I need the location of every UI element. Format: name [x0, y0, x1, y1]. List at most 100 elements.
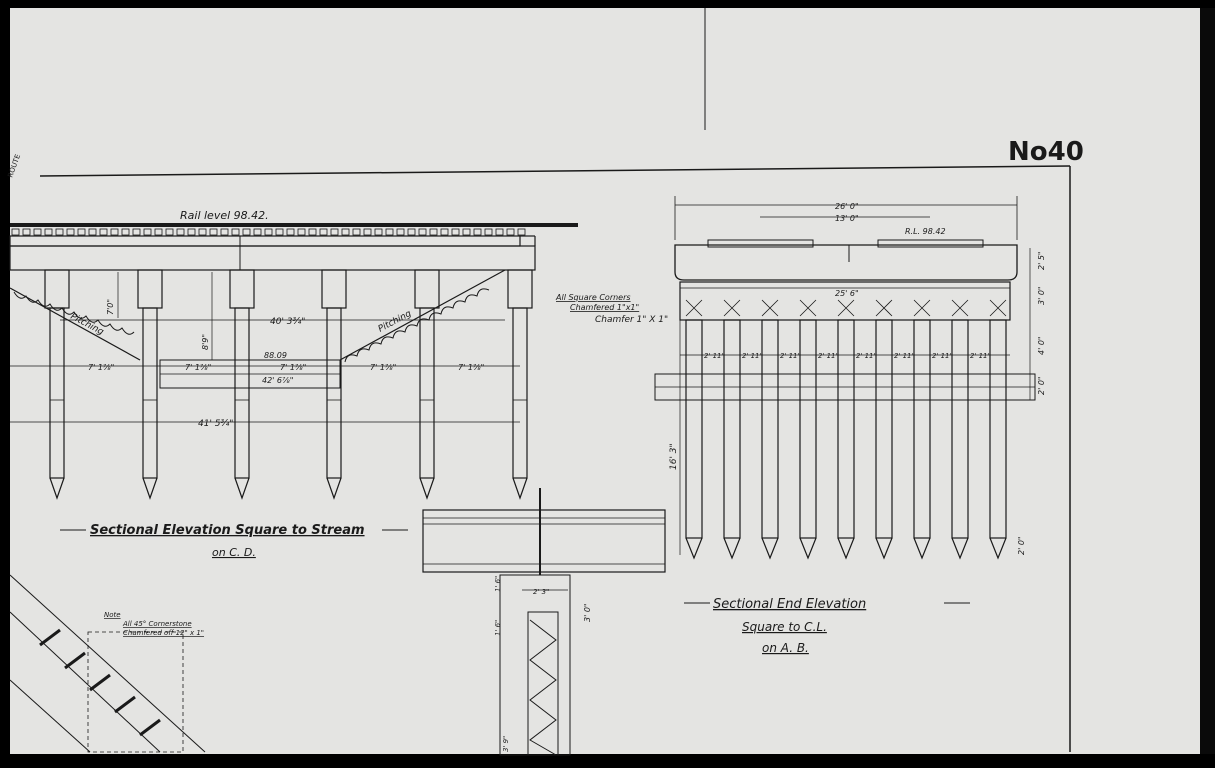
- sleeper: [22, 228, 31, 236]
- sleeper: [198, 228, 207, 236]
- pile-tip: [326, 477, 342, 500]
- sleeper: [242, 228, 251, 236]
- sleeper: [407, 228, 416, 236]
- end-dim-cap-depth: 3' 0": [1037, 286, 1046, 305]
- end-pile-bolt-mark: [761, 299, 779, 317]
- end-pile-bolt-mark: [837, 299, 855, 317]
- end-pile-tip: [723, 537, 741, 560]
- sleeper: [132, 228, 141, 236]
- pile: [507, 269, 533, 500]
- chamfer-note: Chamfer 1" X 1": [595, 315, 668, 325]
- sleeper: [473, 228, 482, 236]
- sleeper: [286, 228, 295, 236]
- end-dim-centre: 13' 0": [835, 214, 859, 223]
- sleeper: [363, 228, 372, 236]
- end-pile-shaft: [723, 319, 741, 539]
- sheet-number: No40: [1008, 137, 1084, 167]
- sleeper: [33, 228, 42, 236]
- bay-dim-3: 7' 1⅞": [280, 363, 306, 372]
- end-pile-spacing: 2' 11": [704, 352, 725, 360]
- corner-note-2: Chamfered 1"x1": [570, 303, 639, 312]
- pile-tip: [512, 477, 528, 500]
- sleeper: [429, 228, 438, 236]
- end-pile-tip: [837, 537, 855, 560]
- end-pile-spacing: 2' 11": [856, 352, 877, 360]
- pile-tip: [419, 477, 435, 500]
- end-pile-shaft: [875, 319, 893, 539]
- end-pile-bolt-mark: [951, 299, 969, 317]
- sleeper: [319, 228, 328, 236]
- end-pile: 2' 11": [913, 299, 953, 560]
- end-pile: 2' 11": [723, 299, 763, 560]
- elevation-title: Sectional Elevation Square to Stream: [90, 523, 365, 538]
- detail-dim-a: 1' 6": [494, 576, 502, 592]
- sleeper: [264, 228, 273, 236]
- pitching-right: [339, 269, 506, 363]
- end-pile-spacing: 2' 11": [780, 352, 801, 360]
- bay-dim-2: 7' 1⅞": [185, 363, 211, 372]
- pile: [44, 269, 70, 500]
- end-dim-cap: 25' 6": [835, 289, 859, 298]
- end-pile: 2' 11": [761, 299, 801, 560]
- end-pile: 2' 11": [799, 299, 839, 560]
- end-dim-overall: 26' 0": [835, 202, 859, 211]
- sectional-end-elevation: 26' 0" 13' 0" R.L. 98.42 25' 6" 2' 11"2'…: [654, 196, 1046, 655]
- sleeper: [77, 228, 86, 236]
- sleeper: [352, 228, 361, 236]
- pitching-left: [9, 287, 141, 361]
- end-pile-shaft: [761, 319, 779, 539]
- end-pile-bolt-mark: [685, 299, 703, 317]
- sleeper: [462, 228, 471, 236]
- sleeper: [517, 228, 526, 236]
- end-pile-tip: [951, 537, 969, 560]
- pile: [229, 269, 255, 500]
- pile-shaft: [142, 307, 158, 479]
- paper-background: [10, 8, 1200, 754]
- end-pile: 2' 11": [875, 299, 915, 560]
- sleeper: [495, 228, 504, 236]
- sleeper: [396, 228, 405, 236]
- detail-dim-width: 2' 3": [533, 588, 549, 596]
- pile: [414, 269, 440, 500]
- sleeper: [143, 228, 152, 236]
- dim-42: 42' 6⅞": [262, 376, 293, 385]
- end-subtitle-2: on A. B.: [762, 641, 809, 655]
- dim-height2: 8'9": [201, 334, 210, 350]
- bay-dim-5: 7' 1⅞": [458, 363, 484, 372]
- end-rl: R.L. 98.42: [905, 227, 946, 236]
- deck-joint-detail: 2' 3" 1' 6" 1' 6" 3' 0" 3' 9": [422, 488, 666, 756]
- sleeper: [385, 228, 394, 236]
- sleeper: [275, 228, 284, 236]
- pile-shaft: [419, 307, 435, 479]
- end-title: Sectional End Elevation: [713, 597, 866, 612]
- pile-shaft: [234, 307, 250, 479]
- end-pile-bolt-mark: [723, 299, 741, 317]
- dim-height: 7'0": [106, 299, 115, 315]
- end-pile: [989, 299, 1007, 560]
- sleeper: [176, 228, 185, 236]
- pile-shaft: [512, 307, 528, 479]
- sleeper: [88, 228, 97, 236]
- end-pile-tip: [799, 537, 817, 560]
- end-pile-tip: [989, 537, 1007, 560]
- end-pile-tip: [761, 537, 779, 560]
- sleeper: [330, 228, 339, 236]
- sleeper: [209, 228, 218, 236]
- sleeper: [506, 228, 515, 236]
- end-pile-shaft: [989, 319, 1007, 539]
- end-pile-spacing: 2' 11": [932, 352, 953, 360]
- end-pile-shaft: [799, 319, 817, 539]
- sleeper: [220, 228, 229, 236]
- pile-shaft: [326, 307, 342, 479]
- end-pile-shaft: [913, 319, 931, 539]
- end-dim-pile: 16' 3": [669, 443, 679, 470]
- sleeper: [44, 228, 53, 236]
- detail-dim-d: 3' 9": [502, 736, 510, 752]
- end-pile-tip: [875, 537, 893, 560]
- sleeper: [308, 228, 317, 236]
- detail-dim-b: 1' 6": [494, 620, 502, 636]
- end-pile-spacing: 2' 11": [818, 352, 839, 360]
- end-dim-4: 4' 0": [1037, 336, 1046, 355]
- sleeper: [11, 228, 20, 236]
- corner-note-1: All Square Corners: [555, 293, 631, 302]
